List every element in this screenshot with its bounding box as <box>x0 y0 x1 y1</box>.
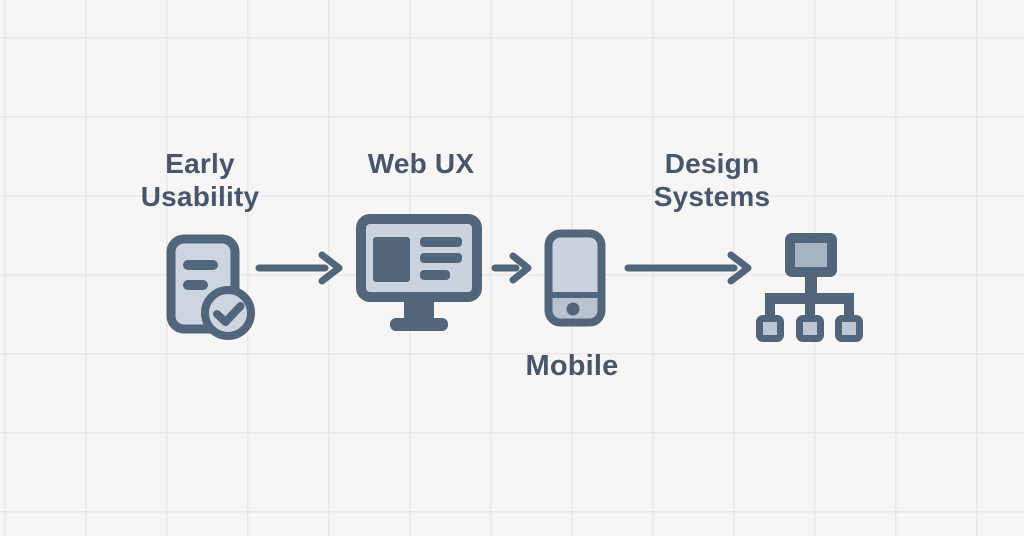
desktop-monitor-icon <box>356 214 482 331</box>
document-check-icon <box>166 234 255 340</box>
label-line: Systems <box>653 181 771 212</box>
stage-label-early-usability: Early Usability <box>100 147 300 213</box>
label-line: Early <box>165 148 235 179</box>
arrow-early-to-webux <box>255 251 343 285</box>
stage-label-design-systems: Design Systems <box>612 147 812 213</box>
label-line: Web UX <box>367 148 475 179</box>
smartphone-icon <box>544 229 606 327</box>
label-line: Mobile <box>525 350 619 382</box>
label-line: Usability <box>140 181 260 212</box>
arrow-mobile-to-design-systems <box>624 251 752 285</box>
stage-label-web-ux: Web UX <box>321 147 521 180</box>
org-chart-icon <box>756 233 863 342</box>
arrow-webux-to-mobile <box>491 252 532 284</box>
stage-label-mobile: Mobile <box>472 350 672 383</box>
label-line: Design <box>664 148 760 179</box>
